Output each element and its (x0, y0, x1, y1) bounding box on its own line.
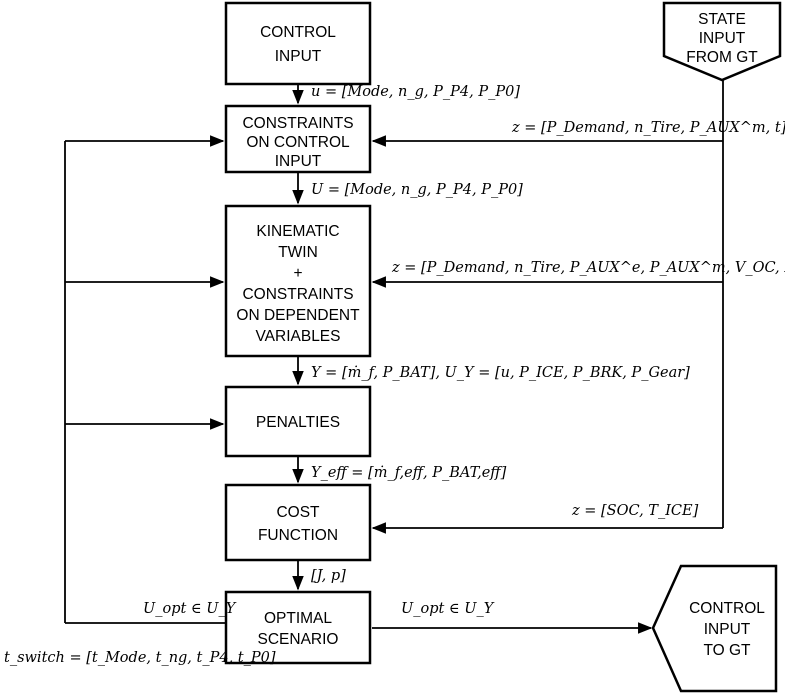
label-z3: z = [SOC, T_ICE] (571, 503, 699, 519)
control-to-gt-shape (651, 564, 778, 693)
cost-function-label-2: FUNCTION (258, 527, 338, 544)
control-to-gt-label-3: TO GT (703, 642, 751, 659)
cost-function-box (224, 483, 372, 562)
state-input-shape (662, 1, 782, 82)
control-to-gt-label-2: INPUT (704, 621, 751, 638)
label-z2: z = [P_Demand, n_Tire, P_AUX^e, P_AUX^m,… (391, 260, 785, 276)
constraints-control-label-3: INPUT (275, 153, 322, 170)
optimal-scenario-label-1: OPTIMAL (264, 610, 332, 627)
label-z1: z = [P_Demand, n_Tire, P_AUX^m, t] (511, 120, 785, 136)
label-tswitch: t_switch = [t_Mode, t_ng, t_P4, t_P0] (4, 650, 276, 666)
control-input-label-2: INPUT (275, 48, 322, 65)
state-input-label-2: INPUT (699, 30, 746, 47)
constraints-control-label-2: ON CONTROL (246, 134, 350, 151)
label-uopt-left: U_opt ∈ U_Y (143, 601, 237, 617)
kinematic-twin-box (224, 204, 372, 358)
label-Jp: [J, p] (311, 568, 346, 584)
kinematic-label-6: VARIABLES (255, 328, 340, 345)
kinematic-label-1: KINEMATIC (256, 223, 339, 240)
penalties-box (224, 385, 372, 458)
cost-function-label-1: COST (276, 504, 320, 521)
label-Y: Y = [ṁ_f, P_BAT], U_Y = [u, P_ICE, P_BRK… (311, 365, 690, 381)
control-input-label-1: CONTROL (260, 24, 336, 41)
label-uopt-right: U_opt ∈ U_Y (401, 601, 495, 617)
kinematic-label-3: + (293, 265, 302, 282)
kinematic-label-2: TWIN (278, 244, 318, 261)
constraints-control-label-1: CONSTRAINTS (242, 115, 353, 132)
label-U: U = [Mode, n_g, P_P4, P_P0] (311, 182, 523, 198)
constraints-control-box (224, 104, 372, 174)
label-Yeff: Y_eff = [ṁ_f,eff, P_BAT,eff] (311, 465, 507, 481)
state-input-label-3: FROM GT (686, 49, 758, 66)
control-to-gt-label-1: CONTROL (689, 600, 765, 617)
optimal-scenario-label-2: SCENARIO (258, 631, 339, 648)
penalties-label: PENALTIES (256, 414, 340, 431)
control-input-box (224, 1, 372, 86)
state-input-label-1: STATE (698, 11, 746, 28)
kinematic-label-4: CONSTRAINTS (242, 286, 353, 303)
kinematic-label-5: ON DEPENDENT (236, 307, 360, 324)
label-u: u = [Mode, n_g, P_P4, P_P0] (311, 84, 520, 100)
optimal-scenario-box (224, 590, 372, 665)
